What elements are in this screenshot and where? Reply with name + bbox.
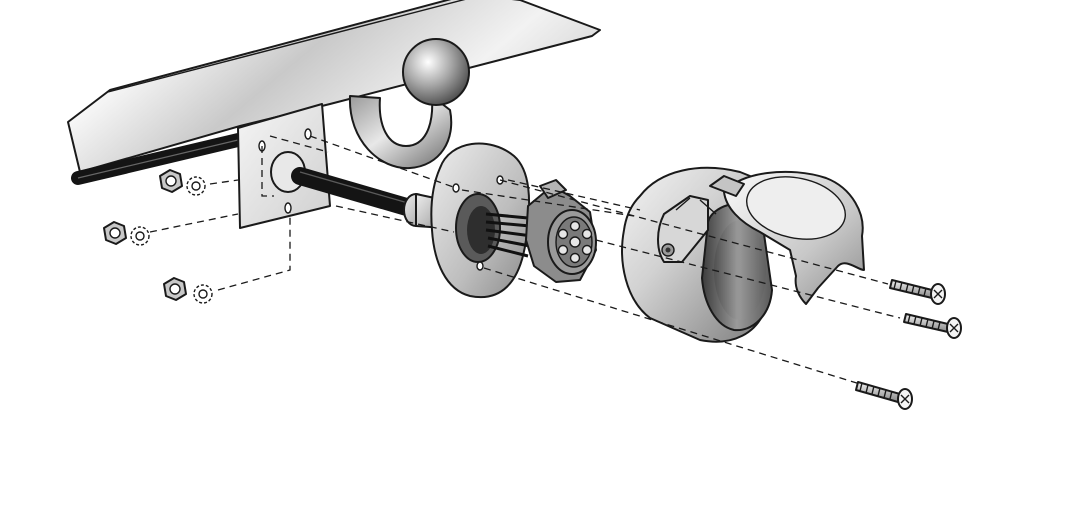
nut-1 [159,169,183,193]
wires [485,212,533,258]
cable-main [291,167,419,217]
pin-socket-6 [557,228,569,240]
socket-housing [621,166,773,343]
plate-hole-bottom [284,202,292,214]
nut-3 [163,277,187,301]
assembly-guide-lines [149,135,901,385]
pin-socket-4 [569,252,581,264]
lock-washer-3 [193,284,213,304]
lock-washer-2 [130,226,150,246]
mounting-plate [237,103,331,229]
base-plate-hole-3 [476,261,484,271]
socket-lid [709,170,865,305]
nut-2 [103,221,127,245]
pin-connector-insert [525,179,597,283]
pin-socket-2 [581,228,593,240]
plate-hole-top-right [304,128,312,140]
pin-socket-5 [557,244,569,256]
screw-1 [889,279,946,305]
lock-washer-1 [186,176,206,196]
base-plate-hole-1 [452,183,460,193]
screw-2 [903,313,962,339]
pin-socket-1 [569,220,581,232]
cable [71,133,245,185]
tow-ball [348,38,470,170]
screw-3 [855,381,913,410]
pin-socket-center [569,236,581,248]
socket-base-plate [430,142,531,299]
tow-bar-beam [67,0,601,173]
pin-socket-3 [581,244,593,256]
